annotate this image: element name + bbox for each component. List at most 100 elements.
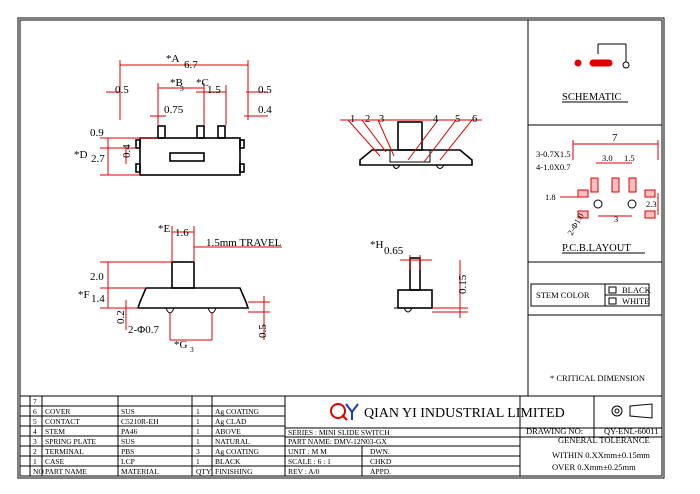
dim-right-pad: 0.5 — [258, 84, 272, 96]
schematic-title: SCHEMATIC — [562, 92, 622, 103]
dim-g-sub: 3 — [190, 345, 194, 354]
bom-cell-qty: 1 — [196, 457, 200, 466]
critical-dimension-note: * CRITICAL DIMENSION — [550, 373, 645, 383]
dim-d-label: *D — [74, 149, 88, 161]
bom-cell-no: 5 — [33, 417, 37, 426]
pcb-offset: 2.3 — [646, 199, 657, 209]
bom-cell-qty: 1 — [196, 417, 200, 426]
appd: APPD. — [370, 467, 391, 476]
dim-pitch: 0.75 — [164, 104, 184, 116]
part-label-3: 3 — [379, 114, 384, 125]
title-block: QIAN YI INDUSTRIAL LIMITED DRAWING NO: Q… — [285, 396, 662, 476]
dim-f-value: 1.4 — [91, 293, 105, 305]
drawing-no: QY-ENL-60011 — [604, 426, 658, 436]
part-label-6: 6 — [472, 114, 477, 125]
bom-header-material: MATERIAL — [121, 467, 159, 476]
dim-b-label: *B — [170, 77, 183, 89]
dim-e-label: *E — [158, 223, 171, 235]
tolerance-within: WITHIN 0.XXmm±0.15mm — [552, 450, 650, 460]
bom-cell-name: STEM — [45, 427, 65, 436]
stem-color-white: WHITE — [622, 296, 649, 306]
dim-height-20: 2.0 — [90, 271, 104, 283]
pcb-total: 7 — [612, 132, 618, 144]
part-label-1: 1 — [350, 114, 355, 125]
bom-cell-no: 7 — [33, 397, 37, 406]
bom-cell-no: 6 — [33, 407, 37, 416]
drawing-no-label: DRAWING NO: — [526, 426, 583, 436]
projection-symbol-icon — [611, 405, 623, 417]
bom-cell-finish: Ag COATING — [215, 407, 260, 416]
dim-a-label: *A — [166, 53, 180, 65]
bom-cell-no: 3 — [33, 437, 37, 446]
checkbox-white — [608, 297, 617, 305]
bom-cell-material: C5210R-EH — [121, 417, 159, 426]
end-view: *H 0.65 0.15 — [370, 239, 469, 318]
top-view: *A 6.7 *B 3 *C 1.5 0.5 0.5 0.75 0.4 0.9 … — [74, 53, 272, 176]
dim-a-value: 6.7 — [184, 59, 198, 71]
pcb-peg-dia: 2-Φ1.0 — [565, 211, 586, 237]
tolerance-title: GENERAL TOLERANCE — [558, 435, 650, 445]
side-view: *E 1.6 1.5mm TRAVEL 2.0 *F 1.4 0.2 2-Φ0.… — [78, 223, 282, 354]
dim-thick-015: 0.15 — [457, 274, 469, 294]
tolerance-over: OVER 0.Xmm±0.25mm — [552, 462, 636, 472]
dim-f-label: *F — [78, 289, 90, 301]
bom-cell-no: 2 — [33, 447, 37, 456]
bom-cell-name: CONTACT — [45, 417, 80, 426]
bom-cell-name: TERMINAL — [45, 447, 84, 456]
bom-cell-qty: 3 — [196, 447, 200, 456]
pcb-title: P.C.B.LAYOUT — [562, 243, 631, 254]
dim-height-09: 0.9 — [90, 127, 104, 139]
bom-cell-material: SUS — [121, 437, 135, 446]
part-name: PART NAME: DMV-12N03-GX — [288, 437, 387, 446]
bom-cell-material: PA46 — [121, 427, 138, 436]
dim-h-value: 0.65 — [384, 245, 404, 257]
bom-cell-finish: NATURAL — [215, 437, 250, 446]
pcb-layout: 7 3-0.7X1.5 4-1.0X0.7 3.0 1.5 1.8 2.3 2-… — [536, 132, 659, 254]
stem-color-label: STEM COLOR — [536, 290, 590, 300]
pcb-slot-pitch: 1.5 — [624, 153, 635, 163]
series: SERIES : MINI SLIDE SWITCH — [288, 428, 390, 437]
bom-cell-qty: 1 — [196, 437, 200, 446]
dim-thick-05: 0.5 — [257, 324, 269, 338]
bom-header-qty: QTY — [196, 467, 212, 476]
bom-cell-finish: ABOVE — [215, 427, 241, 436]
scale: SCALE : 6 : 1 — [288, 457, 331, 466]
dim-depth-04: 0.4 — [121, 144, 133, 158]
bom-cell-finish: BLACK — [215, 457, 241, 466]
dim-c-label: *C — [196, 77, 209, 89]
dim-g-label: *G — [174, 339, 188, 351]
part-label-4: 4 — [433, 114, 439, 125]
dim-c-value: 1.5 — [207, 84, 221, 96]
bom-cell-material: LCP — [121, 457, 135, 466]
bom-header-no: NO — [33, 467, 44, 476]
pcb-slots: 3-0.7X1.5 — [536, 149, 570, 159]
dim-b-sub: 3 — [180, 84, 184, 93]
dim-h-label: *H — [370, 239, 384, 251]
outer-border — [17, 17, 665, 479]
bom-cell-finish: Ag CLAD — [215, 417, 247, 426]
bom-header-finish: FINISHING — [215, 467, 253, 476]
bom-cell-material: SUS — [121, 407, 135, 416]
dim-left-pad: 0.5 — [115, 84, 129, 96]
bom-cell-finish: Ag COATING — [215, 447, 260, 456]
inner-border — [19, 19, 663, 477]
bom-header-name: PART NAME — [45, 467, 87, 476]
unit: UNIT : M M — [288, 447, 327, 456]
dim-d-value: 2.7 — [91, 153, 105, 165]
pcb-pitch: 3.0 — [602, 153, 613, 163]
stem-color-black: BLACK — [622, 285, 652, 295]
dim-right-inner: 0.4 — [258, 104, 272, 116]
peg-holes: 2-Φ0.7 — [128, 324, 159, 336]
travel-note: 1.5mm TRAVEL — [206, 237, 282, 249]
pcb-holes: 4-1.0X0.7 — [536, 162, 570, 172]
dwn: DWN. — [370, 447, 390, 456]
chkd: CHKD — [370, 457, 392, 466]
bom-cell-no: 4 — [33, 427, 37, 436]
pcb-row: 1.8 — [545, 192, 556, 202]
company-name: QIAN YI INDUSTRIAL LIMITED — [364, 406, 565, 421]
bom-cell-name: SPRING PLATE — [45, 437, 96, 446]
rev: REV : A/0 — [288, 467, 320, 476]
stem-color-table: STEM COLOR BLACK WHITE — [530, 283, 652, 307]
